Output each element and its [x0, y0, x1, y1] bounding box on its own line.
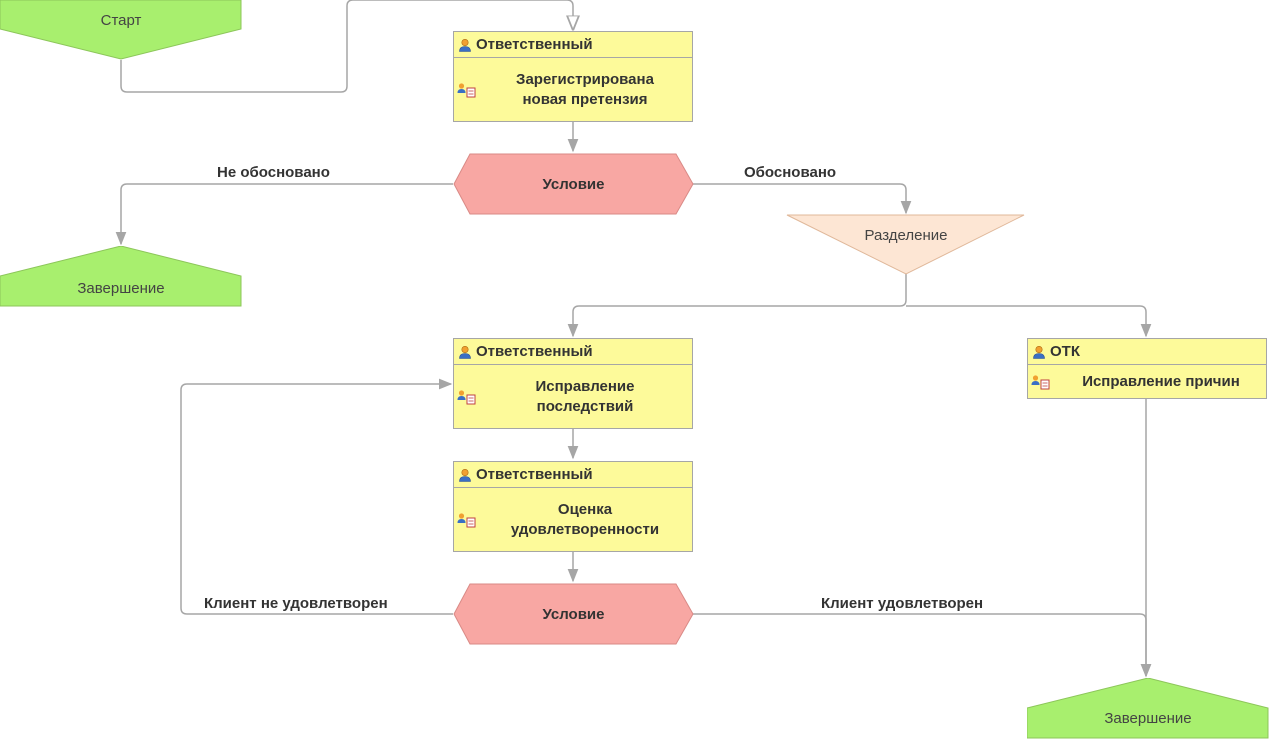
user-icon: [459, 468, 471, 482]
task-satisfaction-assessment[interactable]: Ответственный Оценка удовлетворенности: [453, 461, 693, 552]
task-header: Ответственный: [454, 32, 692, 58]
end-left-node[interactable]: Завершение: [0, 246, 242, 307]
condition-top-shape: [453, 153, 694, 215]
end-right-node[interactable]: Завершение: [1027, 678, 1269, 739]
end-left-label: Завершение: [77, 279, 165, 297]
task-otk-fix-causes[interactable]: ОТК Исправление причин: [1027, 338, 1267, 399]
condition-bottom-label: Условие: [542, 605, 605, 623]
user-icon: [459, 38, 471, 52]
edge-client-not-satisfied: [180, 378, 453, 615]
task-body: Зарегистрирована новая претензия: [454, 58, 692, 121]
task-body: Исправление причин: [1028, 365, 1266, 398]
task-title: Оценка удовлетворенности: [510, 500, 660, 538]
end-right-label: Завершение: [1104, 709, 1192, 727]
edge-client-satisfied: [693, 613, 1152, 678]
task-role: Ответственный: [476, 466, 593, 483]
task-title: Исправление причин: [1082, 372, 1240, 390]
edge-split-to-fix: [567, 274, 907, 338]
task-role: ОТК: [1050, 343, 1080, 360]
split-shape: [786, 214, 1025, 275]
edge-split-to-otk: [906, 305, 1152, 338]
end-right-shape: [1027, 678, 1269, 739]
edge-start-to-registered: [120, 0, 573, 93]
edge-label-justified: Обосновано: [744, 164, 837, 181]
task-icon: [457, 512, 476, 527]
task-icon: [457, 389, 476, 404]
task-body: Исправление последствий: [454, 365, 692, 428]
split-node[interactable]: Разделение: [786, 214, 1026, 276]
task-header: Ответственный: [454, 339, 692, 365]
condition-bottom-shape: [453, 583, 694, 645]
edge-not-justified: [115, 183, 453, 246]
task-header: Ответственный: [454, 462, 692, 488]
user-icon: [459, 345, 471, 359]
user-icon: [1033, 345, 1045, 359]
edge-label-not-justified: Не обосновано: [217, 164, 330, 181]
split-label: Разделение: [864, 226, 948, 244]
task-body: Оценка удовлетворенности: [454, 488, 692, 551]
condition-top-node[interactable]: Условие: [453, 153, 694, 215]
task-registered-claim[interactable]: Ответственный Зарегистрирована новая пре…: [453, 31, 693, 122]
edge-label-client-not-satisfied: Клиент не удовлетворен: [204, 595, 388, 612]
task-header: ОТК: [1028, 339, 1266, 365]
task-role: Ответственный: [476, 36, 593, 53]
task-role: Ответственный: [476, 343, 593, 360]
task-icon: [1031, 374, 1050, 389]
task-title: Зарегистрирована новая претензия: [516, 70, 654, 108]
condition-bottom-node[interactable]: Условие: [453, 583, 694, 645]
task-fix-consequences[interactable]: Ответственный Исправление последствий: [453, 338, 693, 429]
edge-label-client-satisfied: Клиент удовлетворен: [821, 595, 984, 612]
task-icon: [457, 82, 476, 97]
start-label: Старт: [100, 11, 142, 29]
task-title: Исправление последствий: [535, 377, 635, 415]
edge-justified: [693, 183, 912, 215]
condition-top-label: Условие: [542, 175, 605, 193]
start-node[interactable]: Старт: [0, 0, 242, 60]
end-left-shape: [0, 246, 242, 307]
start-shape: [0, 0, 242, 60]
